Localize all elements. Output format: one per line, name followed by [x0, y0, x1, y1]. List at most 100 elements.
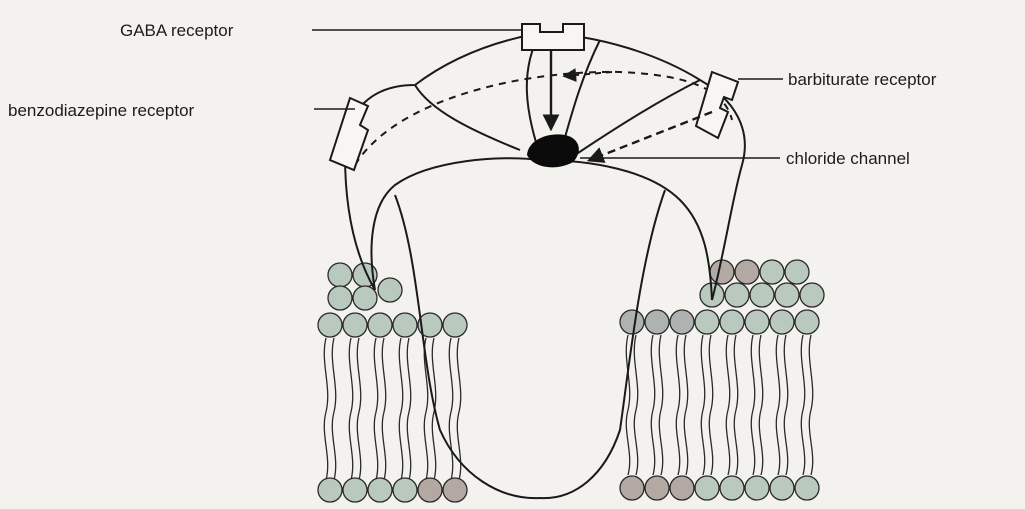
lipid-tail [634, 410, 637, 475]
lipid-head [393, 478, 417, 502]
lipid-tail [734, 335, 737, 410]
lipid-tail [332, 412, 335, 480]
lipid-tail [659, 410, 662, 475]
lipid-head [775, 283, 799, 307]
lipid-tail [374, 338, 377, 412]
right-inner-lobe [575, 80, 700, 155]
lipid-head [368, 478, 392, 502]
lipid-tail [349, 338, 352, 412]
lipid-head [443, 478, 467, 502]
lipid-head [745, 476, 769, 500]
lipid-tail [759, 335, 762, 410]
lipid-head [735, 260, 759, 284]
lipid-head [785, 260, 809, 284]
lipid-tail [784, 335, 787, 410]
lipid-tail [801, 335, 804, 410]
lipid-head [418, 478, 442, 502]
lipid-head [393, 313, 417, 337]
lipid-head [368, 313, 392, 337]
benzodiazepine-receptor-label: benzodiazepine receptor [8, 101, 195, 120]
left-inner-lobe [415, 85, 520, 150]
lipid-tail [734, 410, 737, 475]
lipid-head [645, 476, 669, 500]
lipid-head [795, 476, 819, 500]
lipid-head [318, 478, 342, 502]
lipid-tail [684, 335, 687, 410]
lipid-head [443, 313, 467, 337]
lipid-tail [382, 412, 385, 480]
lipid-tail [801, 410, 804, 475]
lipid-tail [809, 335, 812, 410]
lipid-tail [651, 410, 654, 475]
lipid-tail [676, 410, 679, 475]
lipid-head [720, 476, 744, 500]
lipid-tail [659, 335, 662, 410]
lipid-head [378, 278, 402, 302]
lipid-tail [776, 410, 779, 475]
lipid-tail [809, 410, 812, 475]
lipid-head [800, 283, 824, 307]
lipid-head [750, 283, 774, 307]
lipid-tail [684, 410, 687, 475]
lipid-head [670, 476, 694, 500]
left-subunit-leg [395, 195, 540, 498]
lipid-tail [374, 412, 377, 480]
lipid-tail [776, 335, 779, 410]
lipid-head [695, 310, 719, 334]
lipid-tail [759, 410, 762, 475]
lipid-head [720, 310, 744, 334]
lipid-tail [324, 338, 327, 412]
gaba-receptor-label: GABA receptor [120, 21, 234, 40]
lipid-tail [357, 412, 360, 480]
barbiturate-binding-arrow [590, 112, 712, 160]
lipid-head [695, 476, 719, 500]
lipid-tail [726, 410, 729, 475]
lipid-tail [751, 335, 754, 410]
lipid-tail [701, 410, 704, 475]
lipid-head [795, 310, 819, 334]
lipid-tail [349, 412, 352, 480]
lipid-tail [709, 410, 712, 475]
lipid-tail [634, 335, 637, 410]
lipid-head [620, 476, 644, 500]
lipid-tail [751, 410, 754, 475]
lipid-tail [651, 335, 654, 410]
lipid-tail [701, 335, 704, 410]
lipid-head [343, 313, 367, 337]
lipid-tail [457, 338, 460, 412]
lipid-tail [676, 335, 679, 410]
lipid-head [343, 478, 367, 502]
chloride-channel-label: chloride channel [786, 149, 910, 168]
lipid-head [318, 313, 342, 337]
lipid-tail [332, 338, 335, 412]
left-lipid-bilayer [318, 263, 467, 502]
lipid-tail [407, 338, 410, 412]
lipid-head [770, 310, 794, 334]
lipid-tail [784, 410, 787, 475]
lipid-head [328, 263, 352, 287]
gaba-receptor-site [522, 24, 584, 50]
lipid-head [353, 286, 377, 310]
receptor-inner-outline [372, 158, 712, 300]
lipid-tail [399, 338, 402, 412]
lipid-tail [449, 338, 452, 412]
lipid-tail [424, 412, 427, 480]
lipid-head [710, 260, 734, 284]
central-lobe-left [527, 33, 540, 155]
lipid-head [328, 286, 352, 310]
right-subunit-leg [540, 190, 665, 498]
lipid-tail [399, 412, 402, 480]
lipid-tail [726, 335, 729, 410]
lipid-head [725, 283, 749, 307]
lipid-head [760, 260, 784, 284]
lipid-tail [449, 412, 452, 480]
lipid-tail [382, 338, 385, 412]
lipid-head [745, 310, 769, 334]
lipid-tail [407, 412, 410, 480]
lipid-head [770, 476, 794, 500]
barbiturate-receptor-label: barbiturate receptor [788, 70, 937, 89]
lipid-head [620, 310, 644, 334]
lipid-head [645, 310, 669, 334]
